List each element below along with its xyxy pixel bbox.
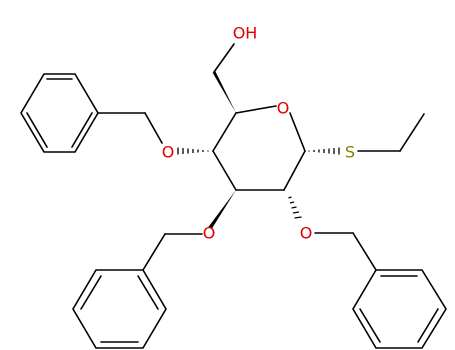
c2-obenzyl-group xyxy=(288,196,447,349)
bond-ch2-ch3 xyxy=(399,113,425,152)
atom-labels: OH O O O O S xyxy=(162,24,355,243)
pyranose-ring xyxy=(212,105,306,191)
hydroxymethyl-group xyxy=(212,43,236,113)
phenyl-ring xyxy=(20,73,99,153)
bond-c5-o-ring xyxy=(235,105,277,114)
hydroxyl-label: OH xyxy=(233,24,258,43)
sulfur-label: S xyxy=(345,143,355,162)
bond-ch2-phenyl xyxy=(142,233,166,271)
ring-oxygen-label: O xyxy=(277,99,290,118)
bond-c3-c4 xyxy=(212,150,237,191)
c4-obenzyl-group xyxy=(20,73,209,155)
phenyl-ring xyxy=(352,269,447,349)
hashed-bond-c4-o xyxy=(177,147,209,155)
thioethyl-group xyxy=(308,113,425,155)
c2-oxygen-label: O xyxy=(300,224,313,243)
bond-c4-c5 xyxy=(212,112,237,152)
wedge-bond-c3-o xyxy=(208,190,236,229)
bond-c1-c2 xyxy=(283,150,306,191)
bond-o-ch2 xyxy=(144,112,163,144)
hashed-bond-c2-o xyxy=(288,196,302,219)
bond-o-ring-c1 xyxy=(289,112,306,152)
wedge-bond-c5-c6 xyxy=(212,71,236,113)
phenyl-ring xyxy=(72,269,167,349)
c3-obenzyl-group xyxy=(72,190,236,349)
hashed-bond-c1-s xyxy=(308,147,340,155)
c4-oxygen-label: O xyxy=(162,143,175,162)
bond-ch2-phenyl xyxy=(352,232,377,271)
bond-c6-oh xyxy=(213,43,235,73)
c3-oxygen-label: O xyxy=(203,224,216,243)
